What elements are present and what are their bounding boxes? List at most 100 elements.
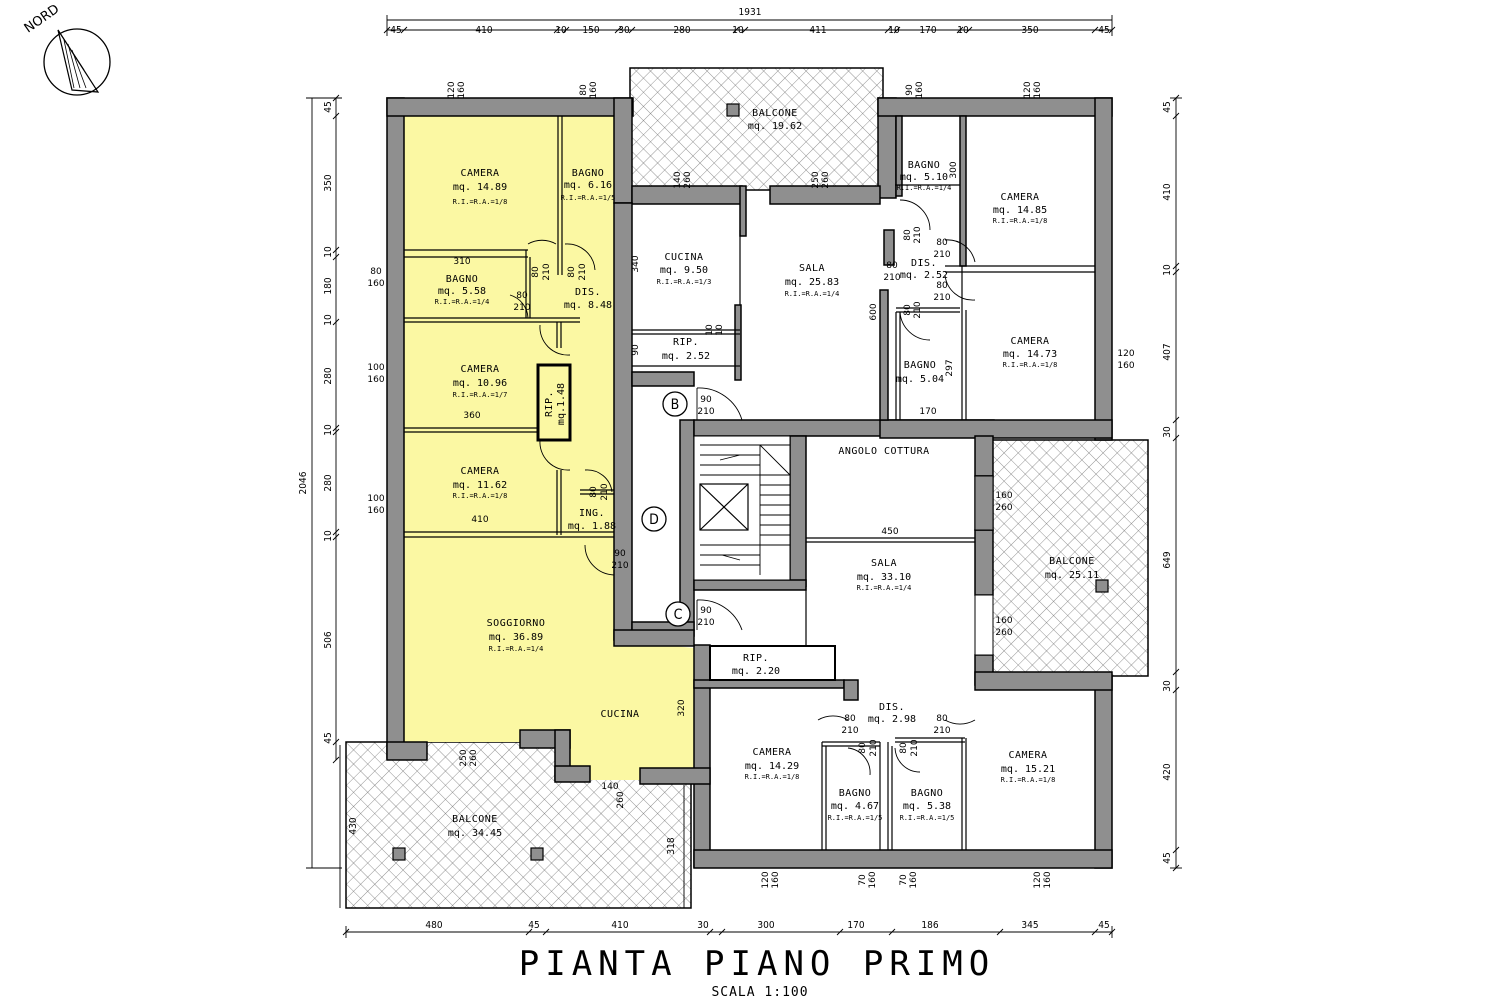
- room-camera-l2-area: mq. 10.96: [453, 378, 507, 389]
- dim-top-8: 10: [888, 25, 900, 36]
- door-h: 210: [513, 303, 530, 313]
- dim-tick: [1172, 262, 1180, 270]
- dim-right-2: 10: [1162, 264, 1173, 276]
- room-balcone-top-name: BALCONE: [752, 108, 798, 119]
- dim-right-3: 407: [1162, 343, 1173, 360]
- win-h: 160: [367, 279, 384, 289]
- door-h: 210: [933, 726, 950, 736]
- room-sala-t-name: SALA: [799, 263, 825, 274]
- dim-left-9: 506: [323, 631, 334, 648]
- dim-right-1: 410: [1162, 183, 1173, 200]
- dim-bottom-7: 345: [1021, 920, 1038, 931]
- dim-tick: [884, 26, 892, 34]
- door-h: 260: [995, 503, 1012, 513]
- dim-tick: [342, 928, 350, 936]
- win-h: 160: [1043, 871, 1053, 888]
- win-w: 120: [1023, 81, 1033, 98]
- dim-bottom-6: 186: [921, 920, 938, 931]
- door-w: 80: [886, 261, 898, 271]
- dim-tick: [1172, 112, 1180, 120]
- room-sala-b-ratio: R.I.=R.A.=1/4: [857, 584, 912, 592]
- room-camera-tl-area: mq. 14.89: [453, 182, 507, 193]
- dim-bottom-2: 410: [611, 920, 628, 931]
- dim-tick: [332, 94, 340, 102]
- dim-label: 340: [631, 255, 641, 272]
- room-rip-t-name: RIP.: [673, 337, 699, 348]
- door-h: 260: [821, 171, 831, 188]
- room-bagno-tr-ratio: R.I.=R.A.=1/4: [897, 184, 952, 192]
- door-w: 80: [899, 742, 909, 754]
- door-w: 90: [700, 606, 712, 616]
- dim-label: 320: [677, 699, 687, 716]
- room-camera-b1-area: mq. 14.29: [745, 761, 799, 772]
- dim-top-7: 411: [809, 25, 826, 36]
- door-h: 210: [697, 407, 714, 417]
- dim-right-6: 30: [1162, 680, 1173, 692]
- door-w: 80: [858, 742, 868, 754]
- room-dis-l-name: DIS.: [575, 287, 601, 298]
- door-h: 210: [841, 726, 858, 736]
- door-h: 210: [697, 618, 714, 628]
- win-w: 120: [447, 81, 457, 98]
- door-w: 80: [936, 281, 948, 291]
- room-camera-tr-name: CAMERA: [1000, 192, 1039, 203]
- dim-label: 450: [881, 527, 898, 537]
- dim-tick: [996, 928, 1004, 936]
- dim-right-0: 45: [1162, 101, 1173, 112]
- door-h: 210: [611, 561, 628, 571]
- room-camera-b1-ratio: R.I.=R.A.=1/8: [745, 773, 800, 781]
- door-w: 160: [995, 491, 1012, 501]
- room-bagno-l-name: BAGNO: [446, 274, 479, 285]
- dim-tick: [1172, 864, 1180, 872]
- dim-top-10: 10: [957, 25, 969, 36]
- dim-tick: [525, 928, 533, 936]
- door-w: 10: [705, 324, 715, 336]
- win-h: 160: [909, 871, 919, 888]
- door-h: 260: [616, 791, 626, 808]
- door-h: 260: [683, 171, 693, 188]
- room-ing-name: ING.: [579, 508, 605, 519]
- door-w: 80: [936, 238, 948, 248]
- dim-left-total: 2046: [298, 471, 309, 494]
- door-w: 80: [936, 714, 948, 724]
- dim-top-0: 45: [390, 25, 401, 36]
- stair-c-marker: [665, 601, 691, 627]
- room-sala-t-area: mq. 25.83: [785, 277, 839, 288]
- dim-right-5: 649: [1162, 551, 1173, 568]
- room-camera-tr-ratio: R.I.=R.A.=1/8: [993, 217, 1048, 225]
- room-dis-tr-name: DIS.: [911, 258, 937, 269]
- dim-tick: [332, 318, 340, 326]
- door-w: 90: [614, 549, 626, 559]
- dim-top-11: 350: [1021, 25, 1038, 36]
- room-bagno-tr-area: mq. 5.10: [900, 172, 948, 183]
- dim-tick: [1172, 416, 1180, 424]
- dim-tick: [956, 26, 964, 34]
- dim-tick: [893, 26, 901, 34]
- room-cucina-t-ratio: R.I.=R.A.=1/3: [657, 278, 712, 286]
- door-h: 210: [869, 739, 879, 756]
- room-bagno-b1-area: mq. 4.67: [831, 801, 879, 812]
- door-w: 80: [903, 304, 913, 316]
- dim-right-4: 30: [1162, 426, 1173, 438]
- dim-left-8: 10: [323, 530, 334, 542]
- room-bagno-r2-name: BAGNO: [904, 360, 937, 371]
- win-w: 120: [1033, 871, 1043, 888]
- dim-right-8: 45: [1162, 852, 1173, 863]
- win-h: 160: [1117, 361, 1134, 371]
- dim-left-10: 45: [323, 732, 334, 743]
- room-dis-tr-area: mq. 2.52: [900, 270, 948, 281]
- room-camera-r2-area: mq. 14.73: [1003, 349, 1057, 360]
- dim-top-2: 10: [555, 25, 567, 36]
- dim-tick: [706, 928, 714, 936]
- door-w: 80: [567, 266, 577, 278]
- dim-bottom-8: 45: [1098, 920, 1109, 931]
- walls: [386, 97, 1113, 869]
- stair-c-label: C: [674, 607, 683, 623]
- room-camera-tl-name: CAMERA: [460, 168, 499, 179]
- partitions: [404, 116, 1095, 850]
- dim-bottom-1: 45: [528, 920, 539, 931]
- stair-d-label: D: [649, 512, 659, 528]
- dim-label: 410: [471, 515, 488, 525]
- dim-top-4: 30: [618, 25, 630, 36]
- dim-label: 360: [463, 411, 480, 421]
